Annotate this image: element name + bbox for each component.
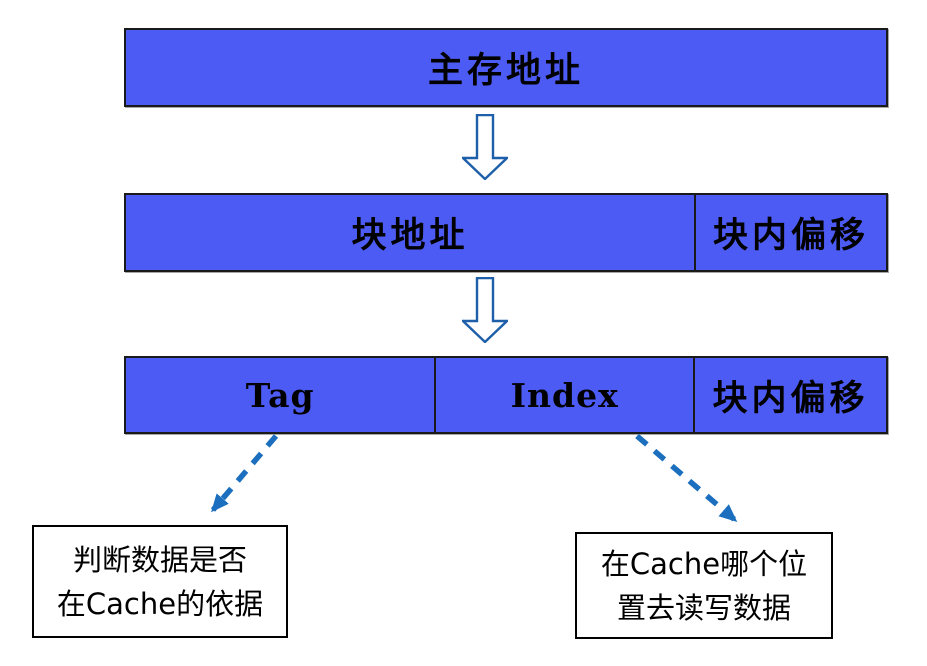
block-address-label: 块地址 — [351, 215, 469, 256]
down-arrow-icon — [462, 277, 508, 343]
block-offset-cell: 块内偏移 — [693, 358, 886, 432]
cache-fields-bar: Tag Index 块内偏移 — [124, 356, 888, 434]
dashed-arrow-down-left-icon — [210, 434, 279, 513]
block-address-cell: 块地址 — [126, 195, 694, 270]
main-memory-address-label: 主存地址 — [427, 50, 584, 91]
down-arrow-icon — [462, 114, 508, 180]
index-note-line2: 置去读写数据 — [616, 590, 791, 625]
block-address-bar: 块地址 块内偏移 — [124, 193, 888, 272]
block-offset-cell: 块内偏移 — [694, 195, 886, 270]
block-offset-label: 块内偏移 — [712, 215, 869, 256]
index-cell: Index — [434, 358, 693, 432]
dashed-arrow-down-right-icon — [635, 433, 738, 523]
index-note-box: 在Cache哪个位 置去读写数据 — [575, 532, 833, 639]
tag-cell: Tag — [126, 358, 434, 432]
tag-note-line1: 判断数据是否 — [72, 542, 247, 577]
index-label: Index — [510, 375, 619, 415]
tag-note-line2: 在Cache的依据 — [56, 586, 264, 621]
main-memory-address-cell: 主存地址 — [126, 30, 886, 105]
index-note-line1: 在Cache哪个位 — [600, 546, 808, 581]
tag-note-box: 判断数据是否 在Cache的依据 — [32, 525, 288, 638]
main-memory-address-bar: 主存地址 — [124, 28, 888, 107]
tag-label: Tag — [245, 375, 315, 415]
block-offset-label: 块内偏移 — [712, 377, 869, 419]
